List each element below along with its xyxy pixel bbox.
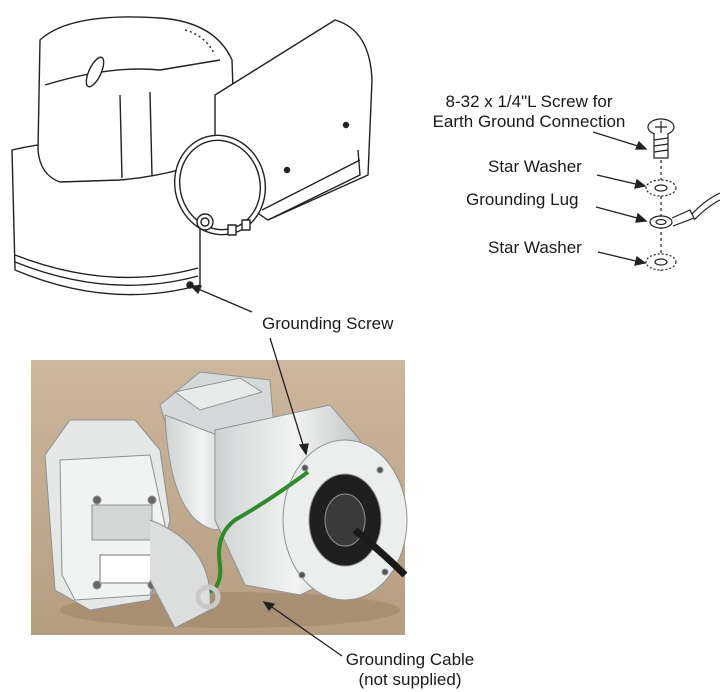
arrow-star-washer-bottom <box>597 251 641 263</box>
screw-label: 8-32 x 1/4"L Screw for Earth Ground Conn… <box>420 92 638 132</box>
screw-label-line1: 8-32 x 1/4"L Screw for <box>445 92 613 111</box>
screw-label-line2: Earth Ground Connection <box>432 112 626 131</box>
pan-tilt-body <box>159 371 408 601</box>
hardware-exploded-view <box>645 118 720 272</box>
power-cable <box>352 527 408 578</box>
grounding-lug-part <box>649 192 720 229</box>
camera-line-drawing <box>11 16 373 296</box>
arrow-grounding-screw-drawing <box>195 287 253 313</box>
arrow-grounding-cable <box>268 604 343 657</box>
arrow-grounding-lug <box>595 206 642 220</box>
ring-lug <box>195 584 221 610</box>
grounding-wire <box>208 470 310 594</box>
screw-part <box>647 118 675 159</box>
star-washer-top-part <box>645 179 677 197</box>
star-washer-top-label: Star Washer <box>488 157 582 176</box>
grounding-screw-label: Grounding Screw <box>262 314 394 333</box>
front-cover <box>44 419 211 629</box>
grounding-cable-label-line1: Grounding Cable <box>345 650 475 669</box>
star-washer-bottom-part <box>645 253 677 271</box>
arrow-star-washer-top <box>596 174 641 186</box>
grounding-lug-label: Grounding Lug <box>466 190 579 209</box>
star-washer-bottom-label: Star Washer <box>488 238 582 257</box>
arrow-grounding-screw-photo <box>269 337 305 449</box>
leader-arrows <box>189 131 648 657</box>
grounding-cable-label-line2: (not supplied) <box>358 670 462 689</box>
arrow-screw <box>592 131 642 148</box>
product-photo <box>31 360 408 635</box>
grounding-cable-label: Grounding Cable (not supplied) <box>325 650 495 690</box>
